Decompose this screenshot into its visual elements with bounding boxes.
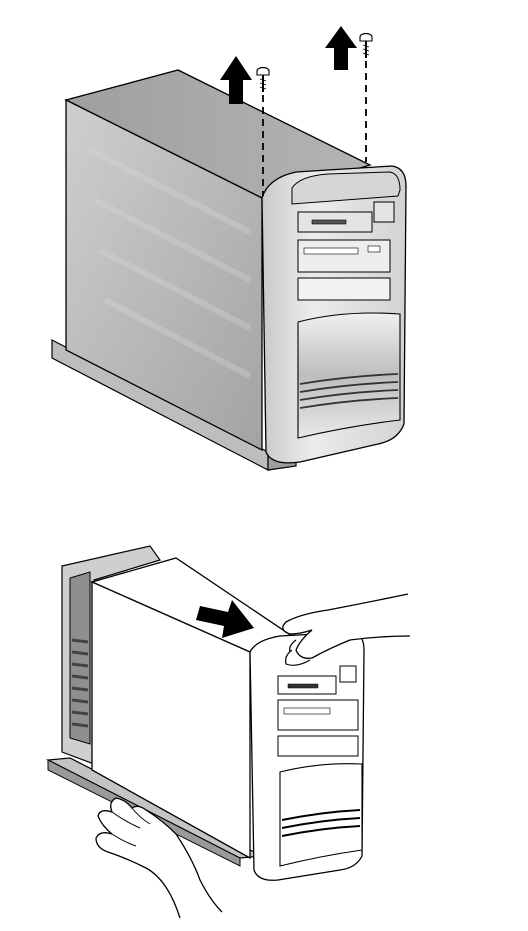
hand-right-icon: [282, 593, 411, 659]
drive-bay-cdrom: [297, 239, 391, 273]
drive-bay-cdrom: [277, 699, 359, 731]
panel-remove-screws: [51, 26, 407, 471]
lower-bezel: [279, 763, 363, 867]
cdrom-tray: [283, 707, 331, 715]
screw-icon: [256, 66, 270, 92]
drive-bay-small: [339, 665, 357, 683]
drive-bay-blank: [297, 277, 391, 301]
floppy-slot: [311, 219, 347, 225]
hand-left-fingers: [111, 807, 151, 847]
lower-bezel: [297, 312, 401, 439]
chassis-frame-inner: [69, 571, 91, 745]
cdrom-tray: [303, 247, 359, 255]
bezel-vents: [281, 809, 361, 837]
cdrom-button: [367, 245, 381, 253]
arrow-right-icon: [196, 600, 254, 638]
floppy-slot: [287, 683, 319, 689]
cover-side: [65, 98, 263, 452]
bezel-top-lip: [291, 171, 401, 205]
drive-bay-blank: [277, 735, 359, 757]
cover-side-shading: [88, 147, 252, 379]
cover-side: [91, 581, 251, 860]
arrow-up-icon: [325, 26, 357, 70]
drive-bay-small: [373, 201, 395, 223]
bezel-vents: [299, 373, 399, 409]
screw-icon: [359, 32, 373, 58]
panel-slide-cover: [45, 545, 411, 919]
chassis-slots: [71, 638, 89, 728]
arrow-up-icon: [220, 56, 252, 104]
hand-right-fingers: [285, 639, 311, 666]
